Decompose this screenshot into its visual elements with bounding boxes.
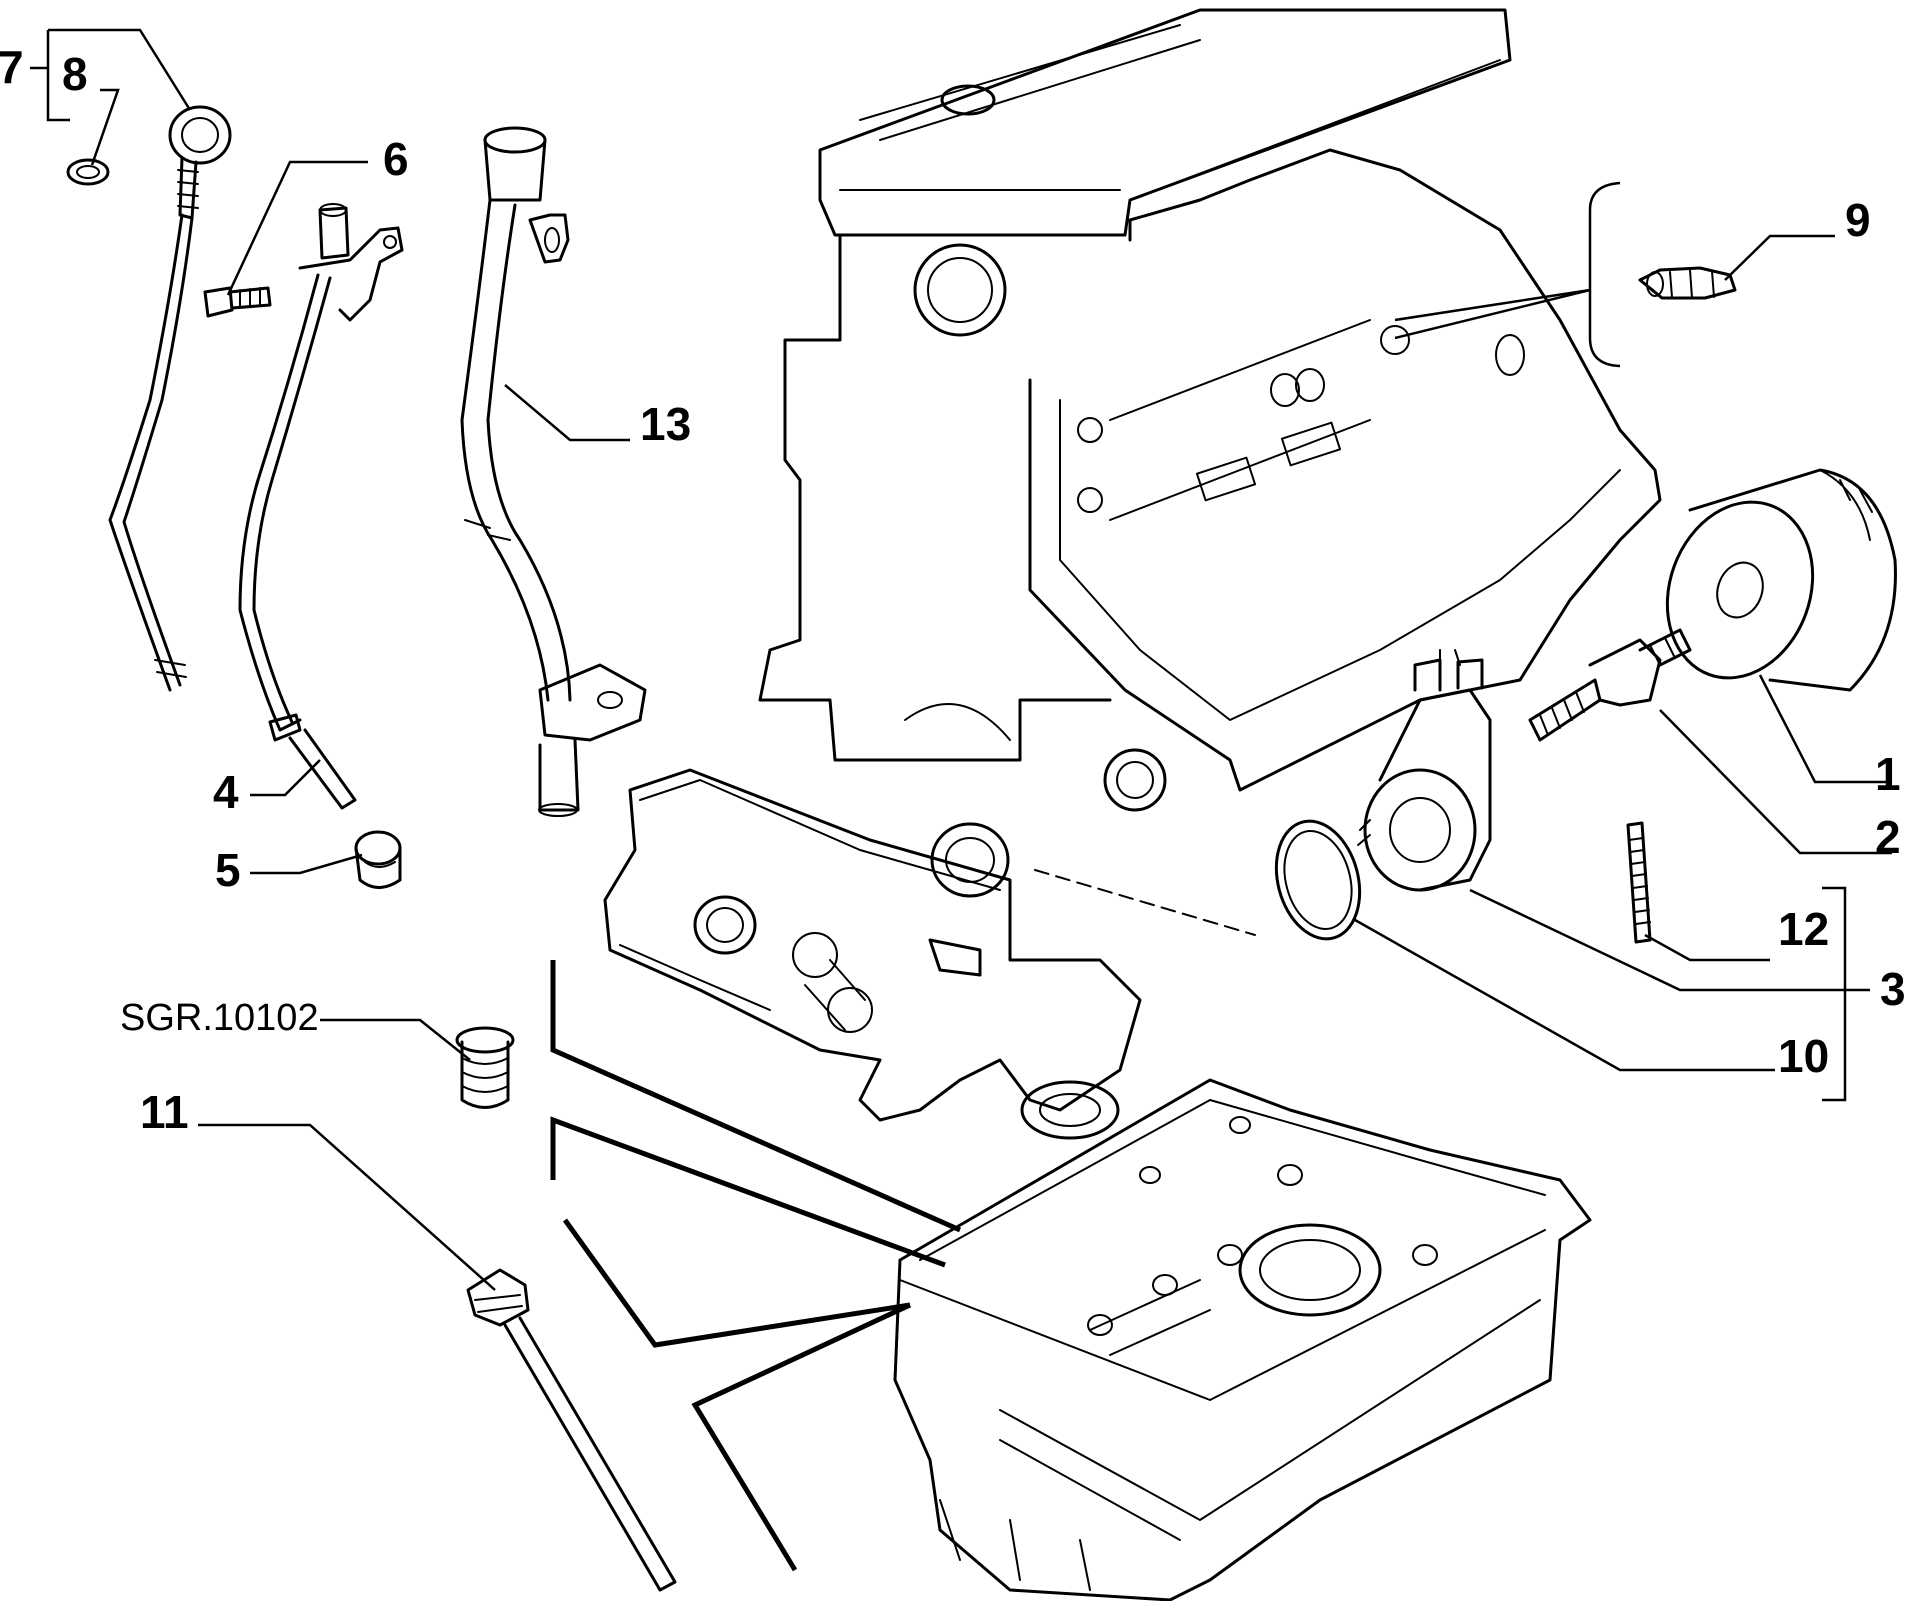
- callout-5: 5: [215, 844, 241, 896]
- callout-10: 10: [1778, 1030, 1829, 1082]
- callout-3: 3: [1880, 963, 1906, 1015]
- callout-12: 12: [1778, 903, 1829, 955]
- oil-pump-assembly: [603, 768, 1142, 1140]
- callout-1: 1: [1875, 748, 1901, 800]
- callout-labels: 7 8 6 13 4 5 9 1 2 12 3 10 11 SGR.10102: [0, 41, 1906, 1138]
- drain-plug-sgr: [455, 1026, 515, 1109]
- callout-2: 2: [1875, 811, 1901, 863]
- oil-pressure-sensor-9: [1638, 266, 1737, 300]
- dipstick-7: [108, 105, 232, 692]
- callout-13: 13: [640, 398, 691, 450]
- seal-8: [66, 158, 110, 186]
- dipstick-guide-tube-4: [238, 203, 404, 810]
- oil-level-sensor-11: [466, 1268, 677, 1592]
- threaded-nipple-2: [1528, 628, 1692, 742]
- oil-filter-1: [1665, 468, 1897, 692]
- engine-block: [758, 8, 1662, 812]
- stud-12: [1626, 821, 1652, 944]
- oil-filler-tube-13: [460, 126, 647, 817]
- section-break-lines: [550, 869, 1256, 1572]
- o-ring-10: [1274, 819, 1362, 941]
- plug-5: [354, 830, 402, 889]
- callout-11: 11: [140, 1086, 189, 1138]
- callout-6: 6: [383, 133, 409, 185]
- oil-sump: [893, 1078, 1592, 1601]
- filter-adapter-3: [1357, 649, 1492, 892]
- callout-8: 8: [62, 48, 88, 100]
- bolt-6: [203, 286, 272, 318]
- callout-7: 7: [0, 41, 24, 93]
- leader-lines: [30, 28, 1892, 1291]
- callout-4: 4: [213, 766, 239, 818]
- callout-9: 9: [1845, 194, 1871, 246]
- reference-label-sgr: SGR.10102: [120, 997, 319, 1039]
